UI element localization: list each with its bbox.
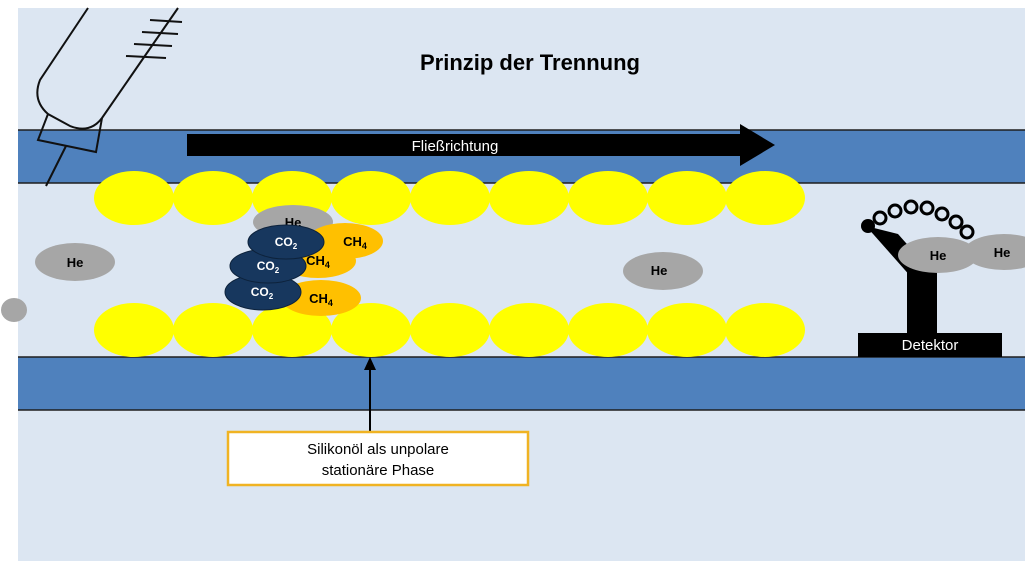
helium-molecule: He xyxy=(35,243,115,281)
syringe-icon xyxy=(36,7,183,187)
svg-text:CH4: CH4 xyxy=(309,291,333,308)
helium-molecule: He xyxy=(898,237,978,273)
co2-molecule: CO2 xyxy=(247,224,325,260)
tube-wall-bottom xyxy=(18,357,1025,410)
svg-text:CH4: CH4 xyxy=(343,234,367,251)
svg-text:He: He xyxy=(651,263,668,278)
stationary-phase-pointer-arrow xyxy=(364,357,376,432)
svg-text:He: He xyxy=(930,248,947,263)
helium-molecule: He xyxy=(964,234,1025,270)
flow-direction-arrow xyxy=(187,124,775,166)
svg-text:He: He xyxy=(994,245,1011,260)
stationary-phase-bottom-row xyxy=(94,303,805,357)
stationary-phase-label-line1: Silikonöl als unpolare xyxy=(307,441,449,458)
svg-text:CO2: CO2 xyxy=(275,235,298,251)
helium-molecule xyxy=(1,298,27,322)
svg-text:CH4: CH4 xyxy=(306,253,330,270)
svg-text:CO2: CO2 xyxy=(257,259,280,275)
stationary-phase-label-line2: stationäre Phase xyxy=(322,462,435,479)
diagram-title: Prinzip der Trennung xyxy=(420,50,640,75)
detector-label: Detektor xyxy=(902,337,959,354)
stationary-phase-callout xyxy=(226,430,530,487)
stationary-phase-top-row xyxy=(94,171,805,225)
svg-text:CO2: CO2 xyxy=(251,285,274,301)
flow-direction-label: Fließrichtung xyxy=(412,138,499,155)
svg-text:He: He xyxy=(67,255,84,270)
helium-molecule: He xyxy=(623,252,703,290)
